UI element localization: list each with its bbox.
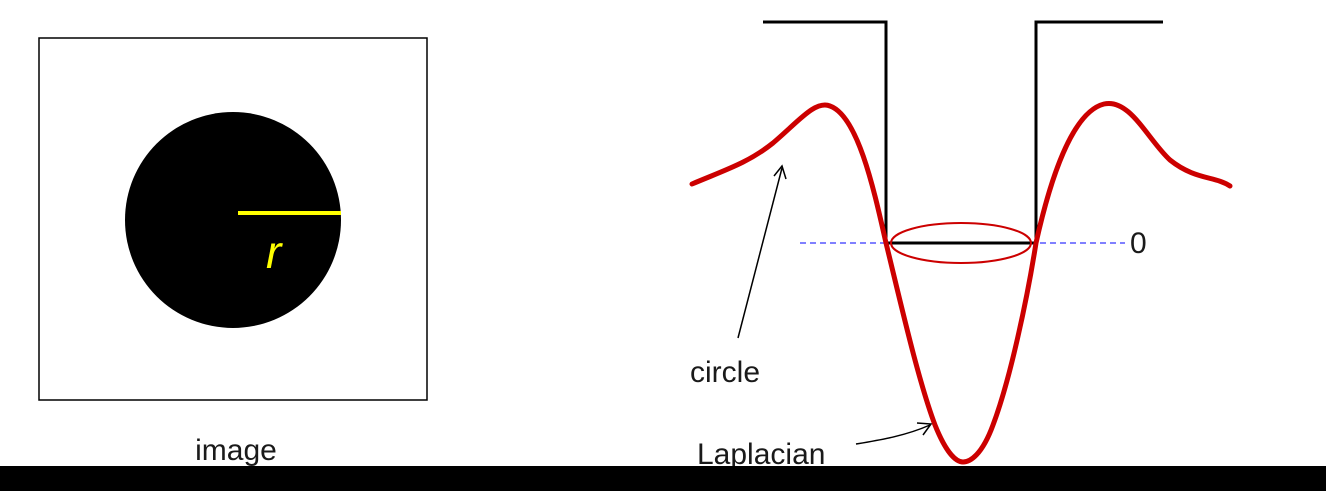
zero-crossing-ellipse xyxy=(890,222,1032,264)
bottom-bar xyxy=(0,466,1326,491)
step-profile xyxy=(763,20,1163,245)
profile-panel: 0 circle Laplacian xyxy=(689,20,1233,466)
image-panel: r image xyxy=(38,37,428,466)
image-caption: image xyxy=(195,434,277,466)
circle-arrow xyxy=(737,164,787,339)
black-disk xyxy=(125,112,341,328)
figure-canvas: r image 0 circle Lapl xyxy=(0,0,1326,466)
laplacian-label: Laplacian xyxy=(697,438,825,466)
laplacian-arrow xyxy=(855,422,933,445)
zero-label: 0 xyxy=(1130,227,1147,260)
radius-label: r xyxy=(266,226,283,278)
figure-svg: r image 0 circle Lapl xyxy=(38,20,1233,466)
laplacian-curve xyxy=(689,101,1233,465)
circle-label: circle xyxy=(690,356,760,389)
